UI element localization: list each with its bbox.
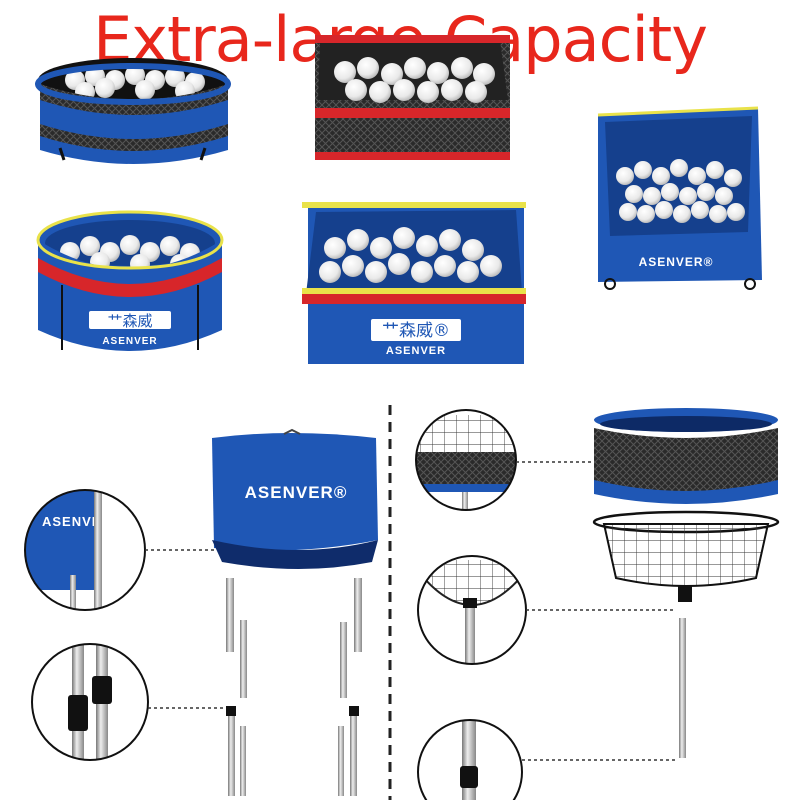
round-mesh-basket-large bbox=[35, 58, 231, 164]
pole-base-detail bbox=[417, 719, 678, 800]
brand-label: ASENVER® bbox=[639, 255, 714, 269]
pole-set bbox=[226, 578, 362, 796]
brand-fragment: ASENVER bbox=[42, 514, 112, 529]
brand-label: ASENVER bbox=[102, 336, 157, 347]
square-mesh-basket bbox=[315, 35, 510, 160]
round-fabric-bin: 艹森威 ASENVER bbox=[36, 210, 224, 351]
logo-cn: 艹森威 bbox=[107, 312, 152, 330]
brand-label: ASENVER® bbox=[245, 483, 348, 502]
brand-label: ASENVER bbox=[386, 345, 446, 357]
mesh-rim-detail bbox=[415, 409, 594, 511]
balls-cluster bbox=[334, 57, 495, 103]
folded-bag: ASENVER® bbox=[212, 428, 378, 569]
pole-joint-detail bbox=[31, 643, 226, 761]
square-fabric-bin-open: 艹森威® ASENVER bbox=[302, 202, 526, 364]
balls-cluster bbox=[319, 227, 502, 283]
wire-basket bbox=[592, 510, 780, 602]
balls-cluster bbox=[616, 159, 745, 223]
support-pole bbox=[679, 618, 686, 758]
fabric-corner-detail: ASENVER bbox=[24, 489, 214, 611]
square-fabric-bin: ASENVER® bbox=[597, 106, 762, 290]
round-mesh-basket-small bbox=[594, 408, 778, 504]
logo-cn: 艹森威® bbox=[382, 321, 450, 341]
wire-basket-detail bbox=[417, 555, 676, 665]
